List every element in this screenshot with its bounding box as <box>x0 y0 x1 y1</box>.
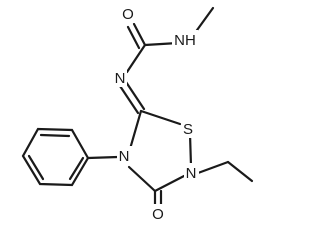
atom-o-ring: O <box>150 204 166 223</box>
bond-n2-ethyl <box>196 160 230 175</box>
atom-nh-methyl: NH <box>172 30 198 49</box>
bond-ethyl-ch3 <box>226 160 254 183</box>
svg-text:O: O <box>152 206 164 223</box>
molecule-diagram: O NH N S N N O <box>21 4 254 223</box>
phenyl-double-1 <box>39 133 71 138</box>
phenyl-ring <box>21 127 90 187</box>
atom-n-ring-phenyl: N <box>117 146 132 165</box>
atom-n-imine: N <box>113 68 127 87</box>
bond-n4-c5 <box>128 109 143 151</box>
bond-carbonyl-n <box>125 43 147 74</box>
structure-canvas: O NH N S N N O <box>21 4 254 223</box>
phenyl-double-2 <box>27 154 45 181</box>
svg-text:N: N <box>119 148 130 165</box>
bond-imine-1 <box>116 81 140 115</box>
bond-c5-s <box>139 109 182 126</box>
atom-n-ring-ethyl: N <box>184 163 199 182</box>
svg-text:N: N <box>186 165 197 182</box>
bond-c3-n4 <box>127 165 157 193</box>
svg-text:NH: NH <box>174 32 196 49</box>
bond-n2-c3 <box>153 174 186 193</box>
svg-text:N: N <box>115 70 126 87</box>
bond-carbonyl-o-2 <box>126 25 141 50</box>
bond-carbonyl-o-1 <box>132 22 147 47</box>
svg-text:O: O <box>122 6 134 23</box>
bond-s-n2 <box>188 132 193 168</box>
bond-n4-phenyl <box>86 155 120 160</box>
svg-text:S: S <box>183 121 193 138</box>
atom-o-urea: O <box>120 4 136 23</box>
phenyl-double-3 <box>68 156 85 181</box>
atom-s-ring: S <box>181 119 195 138</box>
bond-imine-2 <box>122 77 146 111</box>
